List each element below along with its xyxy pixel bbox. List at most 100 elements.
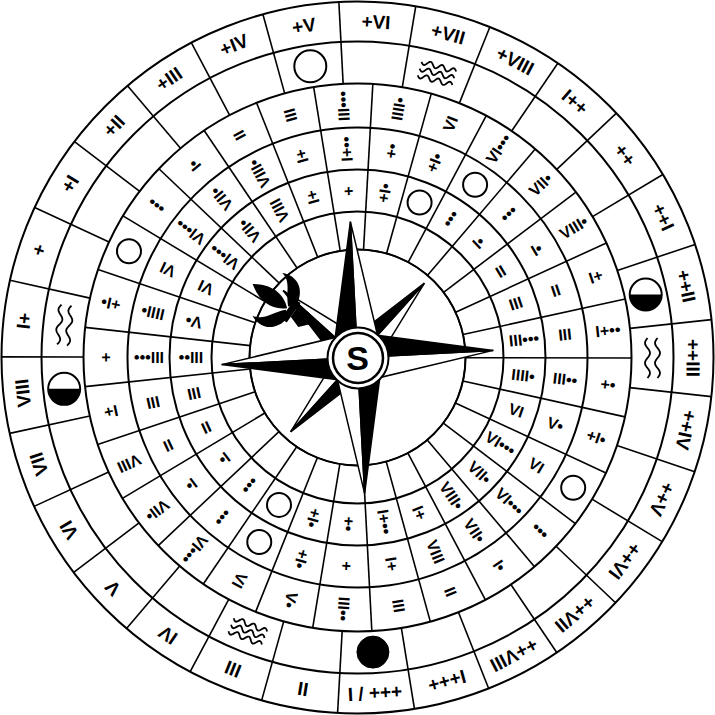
sector-divider [98, 270, 255, 323]
fleur-part [269, 271, 309, 310]
tide-mark: ••• [440, 208, 463, 231]
sector-divider [85, 369, 250, 387]
tide-mark: III•• [178, 349, 203, 365]
sector-divider [386, 462, 430, 622]
day-label: I+++ [426, 667, 468, 696]
moon-dark-half [630, 295, 662, 311]
tide-mark: II [198, 418, 213, 436]
center-letter: S [346, 341, 369, 375]
sector-divider [35, 207, 109, 242]
day-label: + [29, 241, 51, 258]
sector-divider [402, 6, 415, 87]
tide-mark: VIII• [246, 156, 274, 190]
wave-line [645, 338, 650, 378]
tide-mark: VI [228, 569, 249, 590]
day-label: ++IV [672, 409, 699, 452]
sector-divider [630, 320, 712, 329]
day-label: +V [290, 15, 317, 38]
spring-tide-waves [417, 59, 457, 87]
tide-mark: ••• [529, 520, 552, 543]
tide-mark: VIII [267, 195, 292, 224]
tide-mark: I• [185, 156, 204, 174]
tide-mark: ••• [146, 193, 169, 216]
tide-mark: VII• [526, 170, 555, 199]
tide-mark: I• [470, 234, 488, 253]
tide-mark: I• [182, 474, 200, 493]
tide-mark: I• [528, 241, 545, 260]
tide-mark: III [281, 106, 300, 123]
moon-dark-half [48, 389, 80, 405]
tide-mark: I+ [587, 268, 605, 288]
tide-mark: VIII• [436, 479, 466, 512]
tide-mark: IIII• [140, 302, 166, 323]
moon-tide-symbols [48, 50, 662, 668]
wave-line [417, 73, 453, 88]
sector-divider [262, 621, 284, 700]
day-label: V [102, 577, 125, 599]
sector-divider [338, 631, 343, 713]
moon-outline [630, 279, 662, 311]
sector-divider [128, 86, 181, 149]
wave-line [233, 616, 268, 634]
tide-mark: VIII [114, 451, 143, 476]
tide-mark: +I• [584, 428, 608, 449]
wave-line [228, 629, 263, 647]
day-label: VIII [12, 378, 34, 408]
tide-mark: ••• [498, 202, 521, 225]
tide-mark: I+•• [374, 509, 394, 536]
sector-divider [190, 599, 229, 671]
tide-mark: VI [158, 259, 178, 280]
day-label: I+ [13, 311, 34, 329]
neap-tide-waves [645, 338, 660, 378]
badge-outer-ring [327, 327, 388, 388]
sector-divider [34, 472, 108, 506]
tide-mark: +• [600, 376, 617, 394]
sector-divider [98, 392, 255, 445]
sector-divider [2, 356, 84, 358]
tide-mark: VI••• [174, 215, 209, 247]
fleur-part [288, 305, 315, 331]
sector-divider [428, 149, 536, 275]
tide-mark: II [231, 127, 249, 142]
tide-mark: +• [383, 143, 401, 160]
tide-mark: IIII• [511, 367, 536, 385]
tide-mark: VI [441, 114, 461, 134]
day-label: +VI [361, 12, 391, 33]
tide-mark: VI [196, 277, 216, 298]
sector-divider [203, 447, 296, 584]
tide-mark: I+ [103, 402, 120, 421]
circle-mark [463, 173, 487, 197]
sector-divider [339, 2, 343, 84]
wave-line [230, 622, 265, 640]
tide-mark: VII• [208, 183, 236, 213]
day-label: ++III [684, 339, 703, 377]
day-label: +VIII [493, 43, 537, 78]
sector-divider [122, 413, 264, 498]
day-label: +I [58, 172, 83, 196]
tide-mark: I+ [382, 556, 400, 572]
sector-divider [364, 84, 373, 250]
tide-mark: VI••• [483, 429, 519, 459]
day-label: +++ / I [347, 682, 402, 704]
tide-mark: I+•• [595, 321, 622, 340]
wave-line [55, 304, 64, 344]
tide-mark: III•• [335, 596, 352, 621]
tide-mark: VI••• [484, 131, 515, 166]
day-label: I++ [559, 86, 592, 118]
circle-mark [408, 190, 432, 214]
tide-mark: IIII• [389, 96, 409, 122]
full-moon-disc [294, 50, 326, 82]
tide-mark: III [558, 327, 573, 344]
tide-mark: VI••• [178, 532, 211, 567]
sector-divider [127, 566, 180, 628]
ring-circle [84, 84, 632, 632]
full-moon-symbol [294, 50, 326, 82]
day-label: ++ [611, 140, 640, 169]
sector-divider [630, 388, 712, 397]
spring-tide-waves [228, 616, 268, 647]
day-label: ++VI [605, 540, 644, 583]
tide-mark: III••• [336, 90, 354, 121]
sector-divider [557, 113, 617, 169]
tide-mark: I• [489, 558, 508, 575]
